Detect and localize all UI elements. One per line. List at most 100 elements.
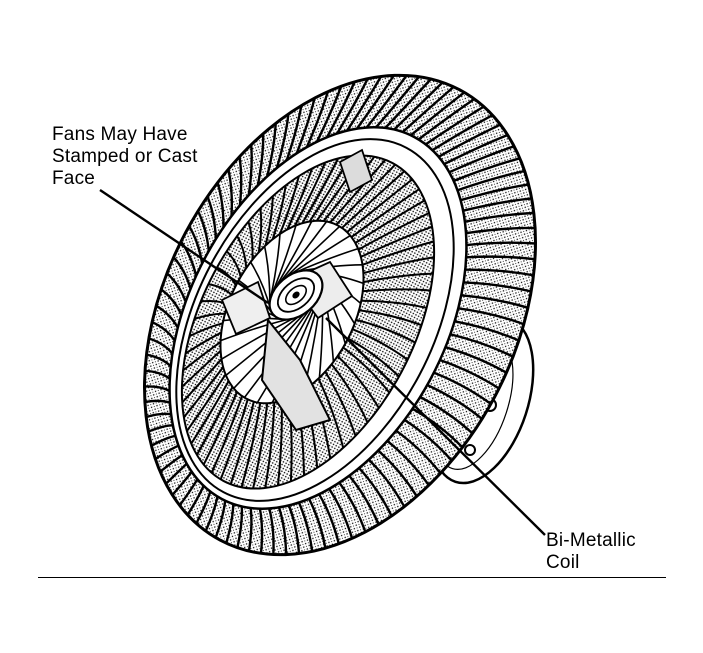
outer-fin bbox=[178, 478, 199, 507]
outer-fin bbox=[448, 145, 515, 174]
outer-fin bbox=[172, 256, 192, 290]
outer-fin bbox=[318, 493, 340, 544]
outer-fin bbox=[147, 424, 173, 433]
outer-fin bbox=[461, 294, 529, 309]
outer-fin bbox=[463, 281, 532, 293]
outer-fin bbox=[204, 496, 219, 532]
outer-fin bbox=[206, 196, 218, 240]
outer-fin bbox=[454, 320, 520, 342]
inner-fin bbox=[347, 337, 400, 378]
inner-fin bbox=[186, 373, 227, 432]
outer-fin bbox=[438, 123, 501, 158]
ground-line bbox=[38, 577, 666, 578]
outer-fin bbox=[155, 304, 179, 329]
outer-fin bbox=[186, 485, 205, 516]
outer-fin bbox=[464, 211, 534, 223]
inner-fin bbox=[196, 386, 234, 456]
outer-fin bbox=[393, 81, 444, 131]
inner-fin bbox=[358, 212, 430, 251]
face-callout-line-2: Stamped or Cast bbox=[52, 146, 198, 167]
inner-fin bbox=[236, 235, 248, 268]
inner-fin bbox=[341, 170, 405, 229]
face-callout: Fans May Have Stamped or Cast Face bbox=[52, 124, 198, 190]
outer-fin bbox=[465, 226, 536, 235]
inner-fin bbox=[264, 196, 274, 246]
outer-fin bbox=[466, 255, 536, 261]
inner-fin bbox=[229, 401, 255, 485]
outer-fin bbox=[425, 105, 485, 146]
inner-fin bbox=[358, 309, 422, 327]
outer-fin bbox=[386, 439, 430, 486]
outer-fin bbox=[154, 444, 179, 461]
inner-fin bbox=[183, 366, 224, 418]
outer-fin bbox=[165, 462, 188, 485]
inner-fin bbox=[294, 162, 327, 227]
outer-fin bbox=[403, 418, 453, 462]
outer-fin bbox=[148, 337, 174, 355]
outer-fin bbox=[348, 474, 380, 525]
outer-fin bbox=[426, 383, 483, 420]
outer-fin bbox=[462, 197, 532, 212]
outer-fin bbox=[458, 307, 525, 326]
inner-fin bbox=[329, 159, 387, 223]
outer-fin bbox=[247, 507, 253, 552]
outer-fin bbox=[247, 144, 253, 196]
outer-fin bbox=[411, 407, 464, 449]
outer-fin bbox=[307, 498, 327, 549]
inner-fin bbox=[279, 175, 300, 235]
inner-fin bbox=[346, 178, 413, 233]
outer-fin bbox=[460, 183, 529, 202]
outer-fin bbox=[258, 508, 264, 554]
outer-fin bbox=[256, 133, 265, 186]
inner-fin bbox=[360, 225, 433, 258]
inner-fin bbox=[264, 402, 276, 489]
outer-fin bbox=[160, 288, 183, 316]
inner-fin bbox=[188, 322, 223, 338]
outer-fin bbox=[171, 471, 193, 496]
coil-leader-line bbox=[325, 317, 546, 536]
outer-fin bbox=[295, 97, 316, 154]
inner-fin bbox=[352, 328, 409, 361]
outer-fin bbox=[367, 458, 406, 508]
inner-fin bbox=[342, 346, 391, 394]
inner-fin bbox=[363, 256, 435, 275]
coil-callout: Bi-Metallic Coil bbox=[546, 530, 636, 574]
inner-fin bbox=[363, 272, 433, 284]
outer-fin bbox=[466, 241, 536, 247]
outer-fin bbox=[238, 156, 243, 206]
outer-fin bbox=[145, 369, 171, 380]
outer-fin bbox=[358, 467, 393, 517]
outer-fin bbox=[457, 169, 525, 192]
outer-fin bbox=[277, 507, 288, 555]
inner-fin bbox=[337, 355, 380, 409]
inner-fin bbox=[317, 378, 345, 449]
outer-fin bbox=[365, 74, 408, 129]
outer-fin bbox=[439, 358, 500, 390]
inner-fin bbox=[210, 395, 243, 474]
outer-fin bbox=[465, 268, 534, 277]
inner-fin bbox=[286, 168, 313, 230]
inner-fin bbox=[240, 402, 262, 488]
inner-fin bbox=[271, 185, 287, 240]
inner-fin bbox=[362, 288, 431, 293]
outer-fin bbox=[419, 395, 474, 435]
outer-fin bbox=[445, 346, 507, 374]
outer-fin bbox=[196, 210, 210, 252]
outer-fin bbox=[431, 114, 493, 152]
outer-fin bbox=[401, 85, 455, 133]
outer-fin bbox=[266, 123, 277, 177]
inner-fin bbox=[219, 399, 249, 480]
inner-fin bbox=[247, 221, 254, 260]
outer-fin bbox=[216, 182, 225, 228]
outer-fin bbox=[346, 75, 383, 132]
inner-fin bbox=[181, 350, 222, 388]
inner-fin bbox=[350, 188, 420, 238]
inner-fin bbox=[361, 299, 427, 309]
outer-fin bbox=[275, 113, 290, 169]
outer-fin bbox=[315, 85, 343, 143]
coil-callout-line-2: Coil bbox=[546, 552, 580, 573]
outer-fin bbox=[180, 240, 198, 277]
inner-fin bbox=[184, 331, 222, 355]
outer-fin bbox=[146, 353, 172, 368]
